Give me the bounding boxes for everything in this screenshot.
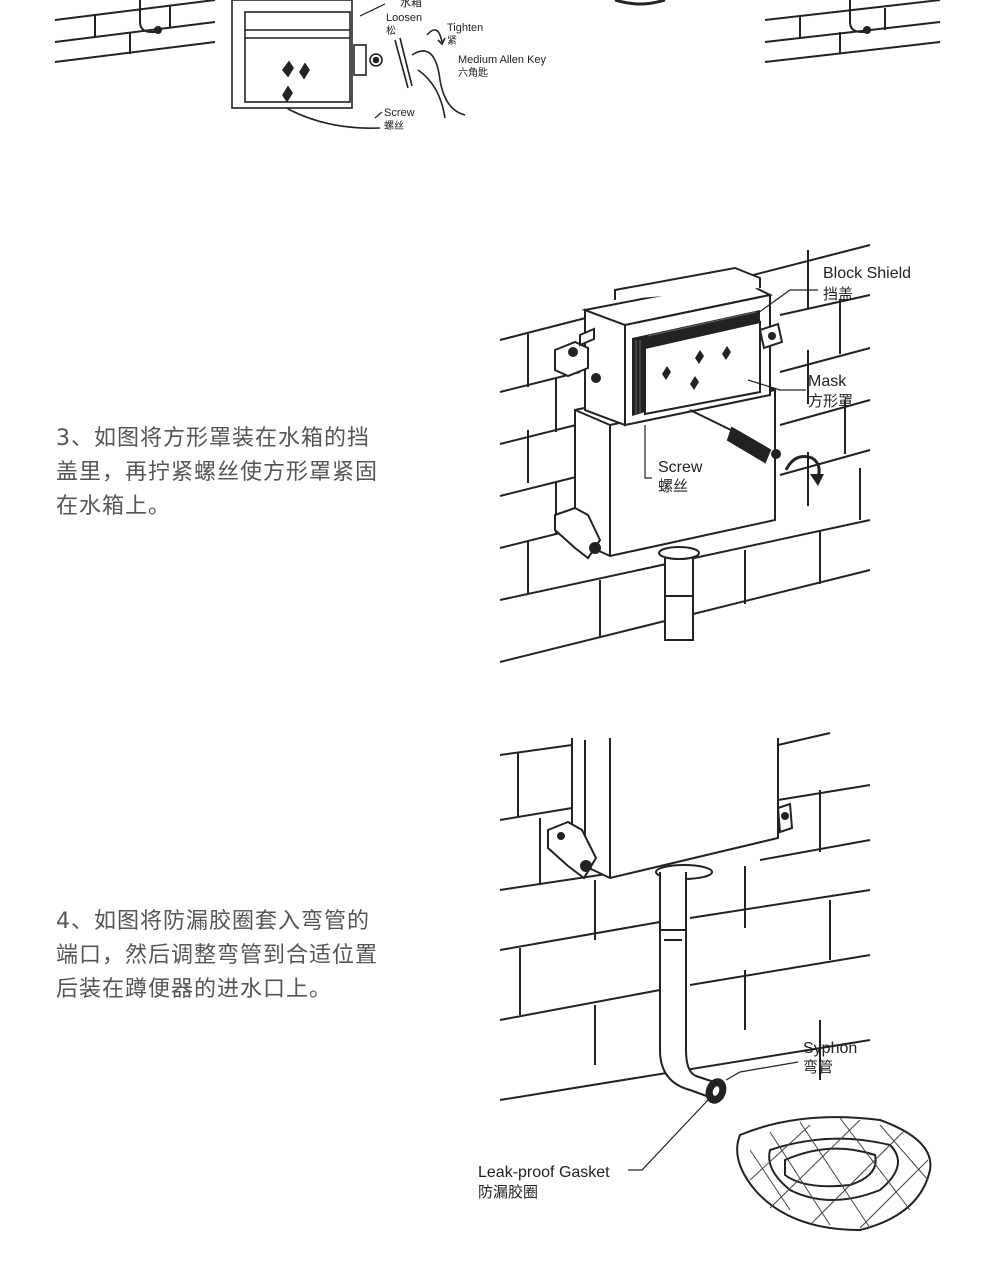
mask-label: Mask (808, 373, 847, 390)
step3-screwdriver (689, 409, 781, 464)
step3-line2: 盖里，再拧紧螺丝使方形罩紧固 (56, 460, 379, 485)
pipe-elbow-right (849, 0, 870, 33)
tighten-label-cn: 紧 (447, 35, 457, 47)
step4-instruction: 4、如图将防漏胶圈套入弯管的 端口，然后调整弯管到合适位置 后装在蹲便器的进水口… (56, 905, 436, 1007)
step4-tank (571, 738, 779, 880)
step4-syphon (655, 864, 727, 1104)
pipe-elbow-left (139, 0, 160, 33)
step3-tank (574, 266, 776, 558)
tighten-label: Tighten (447, 22, 483, 34)
tank-label-cn: 水箱 (400, 0, 422, 9)
step4-line1: 4、如图将防漏胶圈套入弯管的 (56, 909, 370, 934)
mask-label-cn: 方形罩 (808, 392, 853, 410)
step4-brick-wall (499, 732, 871, 1101)
screw-label-step3: Screw (658, 459, 703, 476)
screw-label-top: Screw (384, 107, 415, 119)
loosen-label-cn: 松 (386, 24, 396, 37)
step4-brackets (547, 802, 794, 880)
step3-brick-wall (499, 244, 871, 663)
magnified-detail (231, 0, 466, 129)
screw-label-step3-cn: 螺丝 (658, 477, 688, 495)
step4-squat-toilet (736, 1116, 932, 1232)
allen-key-label-cn: 六角匙 (458, 66, 488, 79)
screw-label-top-cn: 螺丝 (384, 120, 404, 132)
step4-line2: 端口，然后调整弯管到合适位置 (56, 943, 379, 968)
right-wall-bricks (764, 0, 941, 63)
block-shield-label: Block Shield (823, 265, 911, 282)
arc-fragment (614, 0, 666, 6)
top-illustration: 水箱 Loosen 松 Tighten 紧 Medium Allen Key 六… (54, 0, 941, 132)
loosen-label: Loosen (386, 12, 422, 24)
allen-key-label: Medium Allen Key (458, 54, 547, 66)
step3-line1: 3、如图将方形罩装在水箱的挡 (56, 426, 370, 451)
gasket-label: Leak-proof Gasket (478, 1164, 610, 1181)
block-shield-label-cn: 挡盖 (823, 285, 853, 303)
left-wall-bricks (54, 0, 216, 63)
step4-line3: 后装在蹲便器的进水口上。 (56, 977, 333, 1002)
step3-rotate-arrow (784, 455, 821, 479)
syphon-label: Syphon (803, 1040, 857, 1057)
step3-brackets (554, 322, 784, 560)
step3-pipe (658, 546, 700, 641)
step3-instruction: 3、如图将方形罩装在水箱的挡 盖里，再拧紧螺丝使方形罩紧固 在水箱上。 (56, 422, 436, 524)
step3-line3: 在水箱上。 (56, 494, 172, 519)
step3-block-shield (632, 310, 761, 416)
syphon-label-cn: 弯管 (803, 1058, 833, 1076)
gasket-label-cn: 防漏胶圈 (478, 1183, 538, 1201)
